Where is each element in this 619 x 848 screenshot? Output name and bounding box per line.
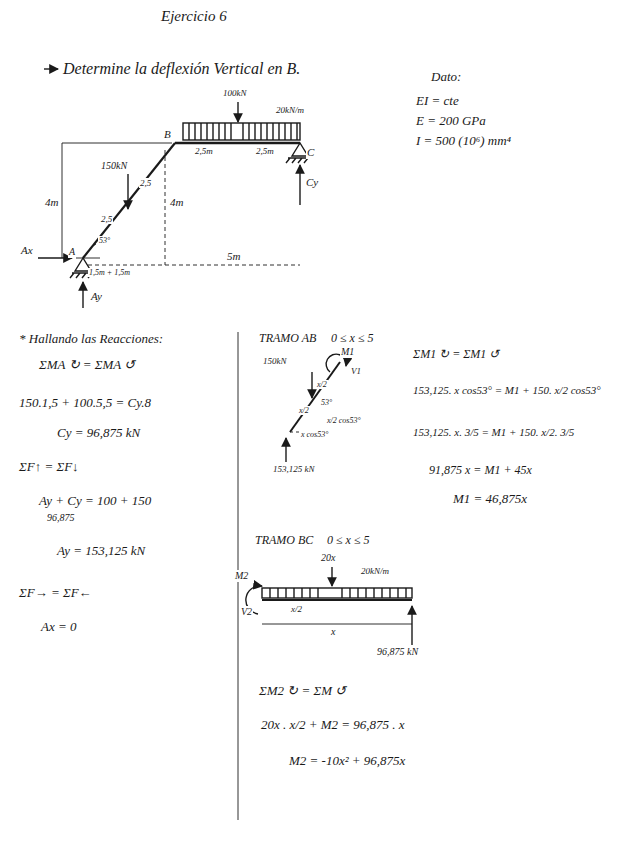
handwritten-label: 153,125. x. 3/5 = M1 + 150. x/2. 3/5: [412, 426, 575, 439]
handwritten-label: 4m: [44, 196, 59, 209]
handwritten-label: 153,125. x cos53° = M1 + 150. x/2 cos53°: [412, 384, 602, 397]
handwritten-label: TRAMO AB: [258, 332, 317, 346]
handwritten-label: C: [306, 146, 315, 159]
handwritten-label: ΣF↑ = ΣF↓: [18, 460, 80, 475]
handwritten-label: 2,5: [100, 214, 113, 224]
handwritten-label: Ax = 0: [40, 620, 77, 635]
handwritten-label: 150kN: [262, 356, 288, 366]
handwritten-label: 53°: [320, 398, 333, 407]
handwritten-label: Determine la deflexión Vertical en B.: [62, 60, 301, 78]
handwritten-label: x: [330, 626, 336, 638]
handwritten-label: Ay: [90, 290, 103, 303]
handwritten-label: A: [68, 246, 76, 258]
handwritten-label: ΣM1 ↻ = ΣM1 ↺: [412, 348, 500, 362]
handwritten-label: 96,875 kN: [376, 646, 419, 658]
handwritten-label: Dato:: [430, 70, 462, 85]
handwritten-label: 53°: [98, 236, 111, 245]
handwritten-label: ΣMA ↻ = ΣMA ↺: [38, 358, 136, 373]
handwritten-label: x/2 cos53°: [326, 416, 362, 425]
handwritten-label: 150kN: [100, 160, 128, 172]
handwritten-label: Cy: [305, 176, 319, 189]
handwritten-label: x/2: [290, 604, 303, 614]
handwritten-label: 2,5: [139, 178, 152, 188]
handwritten-label: 91,875 x = M1 + 45x: [428, 464, 533, 478]
handwritten-label: 20x . x/2 + M2 = 96,875 . x: [260, 718, 406, 733]
handwritten-label: 96,875: [46, 512, 76, 524]
handwritten-label: Ay = 153,125 kN: [56, 544, 146, 559]
handwritten-label: M1: [340, 346, 355, 358]
handwritten-label: E = 200 GPa: [415, 114, 487, 129]
handwritten-label: Ay + Cy = 100 + 150: [38, 494, 152, 509]
handwritten-label: 1,5m + 1,5m: [88, 268, 131, 277]
handwritten-label: 4m: [169, 196, 184, 209]
handwritten-label: B: [163, 128, 172, 141]
page-title: Ejercicio 6: [160, 8, 228, 25]
handwritten-label: Cy = 96,875 kN: [56, 426, 141, 441]
handwritten-label: M1 = 46,875x: [452, 492, 528, 507]
handwritten-label: 2,5m: [255, 146, 275, 156]
handwritten-label: x/2: [316, 380, 328, 389]
handwritten-label: 0 ≤ x ≤ 5: [326, 534, 371, 548]
handwritten-label: TRAMO BC: [254, 534, 314, 548]
handwritten-label: 5m: [226, 250, 241, 263]
handwritten-label: 20x: [320, 552, 336, 564]
handwritten-label: I = 500 (10⁶) mm⁴: [415, 134, 512, 149]
handwritten-label: 153,125 kN: [272, 464, 316, 474]
handwritten-label: x cos53°: [300, 430, 329, 439]
handwritten-label: ΣF→ = ΣF←: [18, 586, 93, 601]
handwritten-label: M2: [234, 570, 249, 582]
handwritten-label: x/2: [298, 406, 310, 415]
handwritten-label: 2,5m: [194, 146, 214, 156]
handwritten-label: * Hallando las Reacciones:: [18, 332, 164, 347]
handwritten-label: 150.1,5 + 100.5,5 = Cy.8: [18, 396, 152, 411]
handwritten-label: Ax: [20, 244, 34, 257]
handwritten-label: V2: [240, 606, 253, 618]
handwritten-label: 20kN/m: [275, 105, 305, 115]
handwritten-label: 20kN/m: [360, 566, 390, 576]
handwritten-label: 0 ≤ x ≤ 5: [330, 332, 375, 346]
handwritten-label: EI = cte: [415, 94, 460, 109]
handwritten-label: 100kN: [222, 88, 248, 98]
handwritten-label: V1: [350, 366, 362, 376]
handwritten-label: ΣM2 ↻ = ΣM ↺: [258, 684, 347, 699]
handwritten-label: M2 = -10x² + 96,875x: [288, 754, 406, 769]
